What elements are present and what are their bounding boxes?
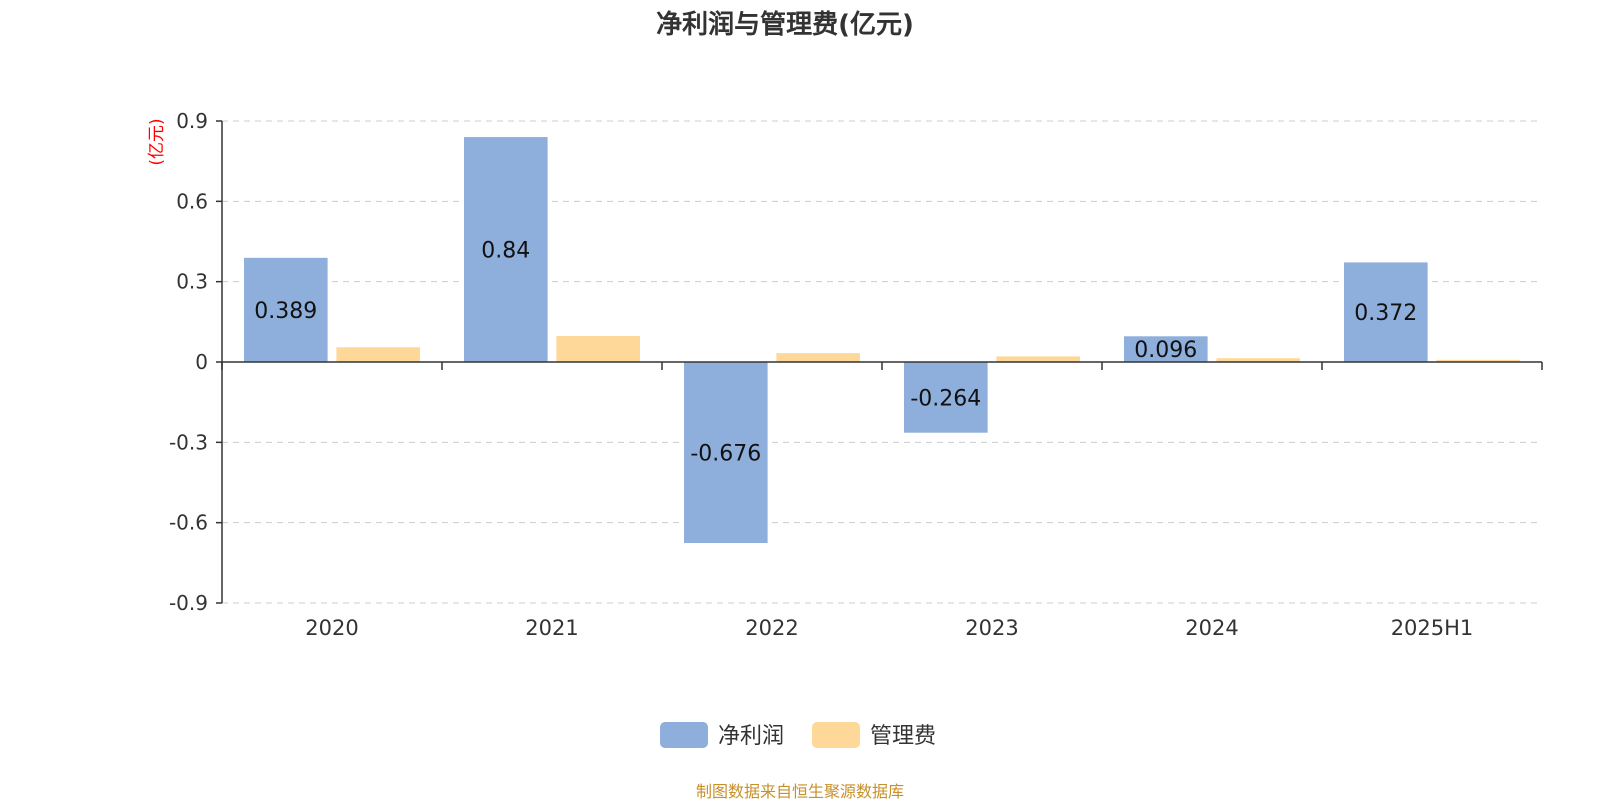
source-note: 制图数据来自恒生聚源数据库 (695, 782, 904, 801)
bar-net-profit[interactable] (1124, 336, 1208, 362)
x-tick-label: 2022 (745, 616, 798, 640)
legend-label[interactable]: 管理费 (870, 724, 936, 749)
chart-title: 净利润与管理费(亿元) (656, 10, 914, 40)
bar-admin-fee[interactable] (336, 347, 420, 362)
x-tick-label: 2025H1 (1391, 616, 1474, 640)
legend-swatch-admin-fee[interactable] (812, 722, 860, 748)
bar-net-profit[interactable] (464, 137, 548, 362)
legend: 净利润 管理费 (660, 722, 936, 749)
bar-admin-fee[interactable] (776, 353, 860, 362)
data-labels: 0.389 0.84 -0.676 -0.264 0.096 0.372 (254, 239, 1417, 467)
bars (244, 137, 1520, 544)
grid-lines (222, 120, 1542, 604)
data-label: 0.372 (1354, 301, 1417, 326)
bar-net-profit[interactable] (244, 257, 328, 362)
y-tick-label: 0.3 (176, 270, 208, 294)
y-tick-label: -0.9 (169, 591, 208, 615)
axes: 0.9 0.6 0.3 0 -0.3 -0.6 -0.9 2020 2021 2022 2023 20… (169, 109, 1543, 640)
bar-net-profit[interactable] (904, 362, 988, 433)
x-tick-label: 2023 (965, 616, 1018, 640)
y-tick-label: -0.6 (169, 511, 208, 535)
x-tick-label: 2024 (1185, 616, 1238, 640)
data-label: 0.096 (1134, 338, 1197, 363)
x-tick-label: 2021 (525, 616, 578, 640)
y-tick-label: 0.6 (176, 189, 208, 213)
y-axis-unit-label: (亿元) (147, 118, 167, 165)
bar-admin-fee[interactable] (996, 356, 1080, 362)
bar-admin-fee[interactable] (1216, 358, 1300, 362)
legend-label[interactable]: 净利润 (718, 724, 784, 749)
y-tick-label: 0.9 (176, 109, 208, 133)
data-label: 0.84 (481, 239, 530, 264)
data-label: -0.676 (690, 442, 761, 467)
data-label: -0.264 (910, 386, 981, 411)
y-tick-label: 0 (195, 350, 208, 374)
x-tick-label: 2020 (305, 616, 358, 640)
bar-admin-fee[interactable] (556, 336, 640, 362)
bar-net-profit[interactable] (684, 362, 768, 544)
y-tick-label: -0.3 (169, 430, 208, 454)
bar-admin-fee[interactable] (1436, 359, 1520, 362)
bar-net-profit[interactable] (1344, 262, 1428, 362)
data-label: 0.389 (254, 299, 317, 324)
legend-swatch-net-profit[interactable] (660, 722, 708, 748)
